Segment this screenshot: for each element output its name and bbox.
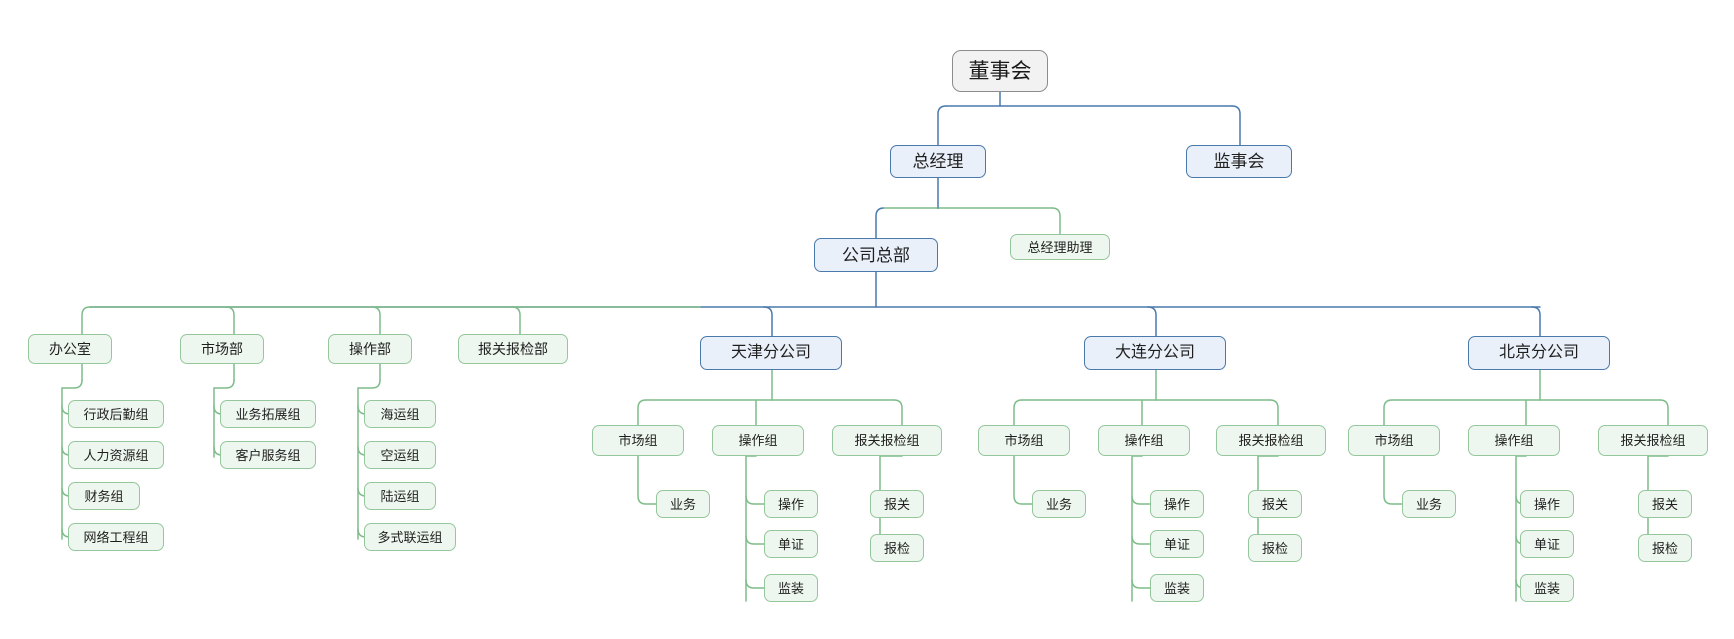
node-office[interactable]: 办公室 [28,334,112,364]
node-dalian-business[interactable]: 业务 [1032,490,1086,518]
node-beijing-market-group[interactable]: 市场组 [1348,425,1440,456]
node-tianjin-document[interactable]: 单证 [764,530,818,558]
node-dalian-branch[interactable]: 大连分公司 [1084,336,1226,370]
node-office-finance-group[interactable]: 财务组 [68,482,140,510]
node-customs-dept[interactable]: 报关报检部 [458,334,568,364]
node-beijing-branch[interactable]: 北京分公司 [1468,336,1610,370]
node-tianjin-operation-group[interactable]: 操作组 [712,425,804,456]
node-board-of-supervisors[interactable]: 监事会 [1186,145,1292,178]
node-dalian-operation-group[interactable]: 操作组 [1098,425,1190,456]
node-headquarters[interactable]: 公司总部 [814,238,938,272]
node-market-dept[interactable]: 市场部 [180,334,264,364]
node-beijing-operation[interactable]: 操作 [1520,490,1574,518]
node-tianjin-branch[interactable]: 天津分公司 [700,336,842,370]
node-beijing-business[interactable]: 业务 [1402,490,1456,518]
node-beijing-inspection[interactable]: 报检 [1638,534,1692,562]
node-office-network-group[interactable]: 网络工程组 [68,523,164,551]
node-dalian-inspection[interactable]: 报检 [1248,534,1302,562]
node-operation-multimodal-group[interactable]: 多式联运组 [364,523,456,551]
node-operation-land-group[interactable]: 陆运组 [364,482,436,510]
node-office-hr-group[interactable]: 人力资源组 [68,441,164,469]
node-beijing-declaration[interactable]: 报关 [1638,490,1692,518]
node-dalian-market-group[interactable]: 市场组 [978,425,1070,456]
node-dalian-operation[interactable]: 操作 [1150,490,1204,518]
node-beijing-document[interactable]: 单证 [1520,530,1574,558]
node-beijing-customs-group[interactable]: 报关报检组 [1598,425,1708,456]
node-beijing-supervision[interactable]: 监装 [1520,574,1574,602]
node-dalian-customs-group[interactable]: 报关报检组 [1216,425,1326,456]
node-market-customer-service-group[interactable]: 客户服务组 [220,441,316,469]
node-gm-assistant[interactable]: 总经理助理 [1010,234,1110,260]
node-tianjin-market-group[interactable]: 市场组 [592,425,684,456]
node-dalian-supervision[interactable]: 监装 [1150,574,1204,602]
node-board-of-directors[interactable]: 董事会 [952,50,1048,92]
node-office-admin-group[interactable]: 行政后勤组 [68,400,164,428]
node-general-manager[interactable]: 总经理 [890,145,986,178]
node-operation-dept[interactable]: 操作部 [328,334,412,364]
node-tianjin-declaration[interactable]: 报关 [870,490,924,518]
node-operation-sea-group[interactable]: 海运组 [364,400,436,428]
node-beijing-operation-group[interactable]: 操作组 [1468,425,1560,456]
node-tianjin-operation[interactable]: 操作 [764,490,818,518]
node-dalian-document[interactable]: 单证 [1150,530,1204,558]
node-tianjin-inspection[interactable]: 报检 [870,534,924,562]
node-tianjin-supervision[interactable]: 监装 [764,574,818,602]
node-tianjin-business[interactable]: 业务 [656,490,710,518]
node-operation-air-group[interactable]: 空运组 [364,441,436,469]
node-dalian-declaration[interactable]: 报关 [1248,490,1302,518]
node-tianjin-customs-group[interactable]: 报关报检组 [832,425,942,456]
node-market-business-dev-group[interactable]: 业务拓展组 [220,400,316,428]
